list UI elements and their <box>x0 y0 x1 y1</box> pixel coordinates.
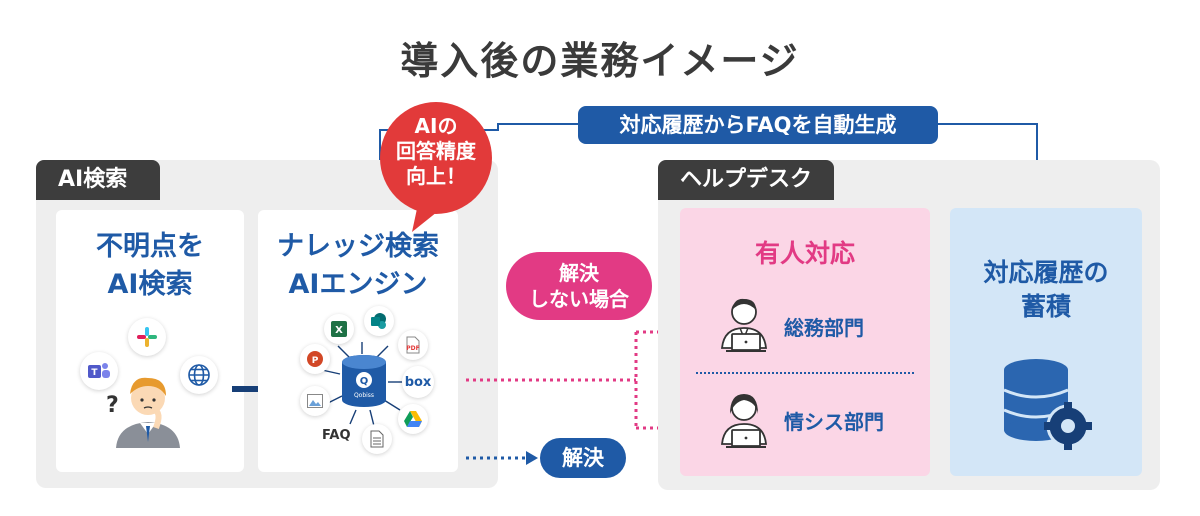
svg-text:?: ? <box>106 393 119 418</box>
globe-icon <box>180 356 218 394</box>
excel-icon: X <box>324 314 354 344</box>
confused-person-icon: ? <box>106 377 180 448</box>
helpdesk-tag: ヘルプデスク <box>658 160 834 200</box>
svg-text:T: T <box>91 368 98 378</box>
it-dept: 情シス部門 <box>784 410 884 434</box>
svg-text:P: P <box>312 356 319 366</box>
dept-divider <box>696 372 914 374</box>
box-icon: box <box>402 366 434 398</box>
bubble-line2: 回答精度 <box>396 139 476 163</box>
history-title: 対応履歴の 蓄積 <box>950 256 1142 324</box>
sharepoint-icon <box>364 306 394 336</box>
svg-text:PDF: PDF <box>406 345 419 352</box>
manned-support-title: 有人対応 <box>754 239 855 268</box>
unresolved-line1: 解決 <box>559 261 599 285</box>
general-affairs-dept: 総務部門 <box>784 316 864 340</box>
unresolved-label: 解決 しない場合 <box>506 252 652 320</box>
knowledge-engine-diagram: Q Qobiss <box>321 342 404 427</box>
database-gear-icon <box>1003 359 1092 450</box>
image-file-icon <box>300 386 330 416</box>
bubble-line1: AIの <box>414 114 458 138</box>
teams-icon: T <box>80 352 118 390</box>
accuracy-bubble-shape <box>380 102 492 232</box>
general-affairs-staff-icon <box>721 298 767 352</box>
powerpoint-icon: P <box>300 344 330 374</box>
engine-card-line1: ナレッジ検索 <box>277 231 439 262</box>
it-staff-icon <box>721 394 767 448</box>
manned-support-area <box>680 208 930 476</box>
unresolved-line2: しない場合 <box>529 287 629 311</box>
google-drive-icon <box>398 404 428 434</box>
svg-text:Qobiss: Qobiss <box>354 392 374 399</box>
document-icon <box>362 424 392 454</box>
slack-icon <box>128 318 166 356</box>
ai-search-tag: AI検索 <box>36 160 160 200</box>
history-line1: 対応履歴の <box>983 258 1109 287</box>
faq-file-icon: FAQ <box>322 428 351 443</box>
question-card-line1: 不明点を <box>96 231 204 262</box>
engine-card-line2: AIエンジン <box>288 269 428 300</box>
svg-text:X: X <box>335 325 343 336</box>
history-line2: 蓄積 <box>1020 292 1071 321</box>
faq-generation-label: 対応履歴からFAQを自動生成 <box>578 106 938 144</box>
resolved-label: 解決 <box>540 438 626 478</box>
page-title: 導入後の業務イメージ <box>400 39 800 83</box>
svg-text:Q: Q <box>360 376 369 387</box>
pdf-icon: PDF <box>398 330 428 360</box>
question-card-line2: AI検索 <box>107 269 193 300</box>
accuracy-bubble: AIの 回答精度 向上！ <box>366 114 506 189</box>
bubble-line3: 向上！ <box>406 164 466 188</box>
